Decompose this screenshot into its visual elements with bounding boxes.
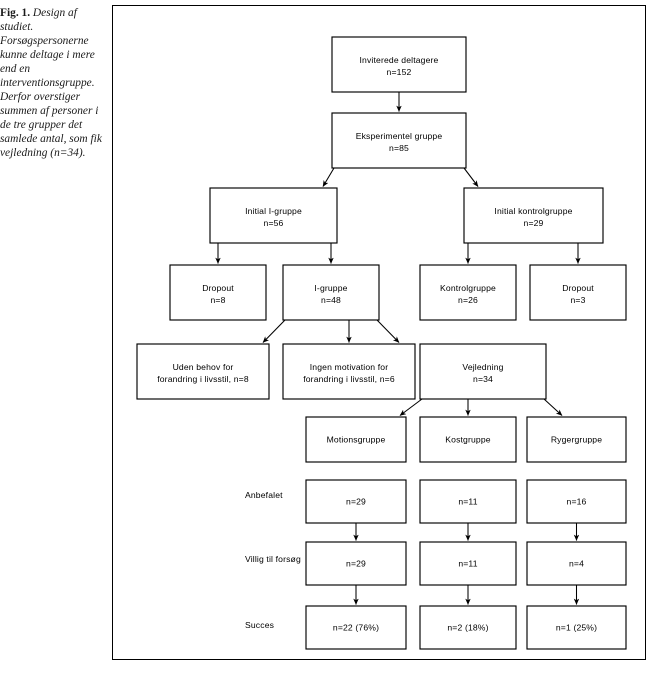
flow-node-experimental: Eksperimentel gruppe n=85 (331, 112, 467, 169)
flow-node-box-invited (331, 36, 467, 93)
row-label-succes: Succes (245, 620, 274, 630)
flow-node-line1-suc_motion: n=22 (76%) (333, 623, 379, 633)
flow-node-box-kost (419, 416, 517, 463)
flow-node-invited: Inviterede deltagere n=152 (331, 36, 467, 93)
figure-caption-body: Design af studiet. Forsøgspersonerne kun… (0, 7, 102, 160)
flow-node-dropout_ctrl: Dropout n=3 (529, 264, 627, 321)
flow-node-box-kontrolgruppe (419, 264, 517, 321)
flow-node-line1-suc_ryger: n=1 (25%) (556, 623, 597, 633)
flow-node-line2-invited: n=152 (387, 67, 412, 77)
flow-node-box-vejledning (419, 343, 547, 400)
flow-node-line2-vejledning: n=34 (473, 374, 493, 384)
flow-node-ryger: Rygergruppe (526, 416, 627, 463)
flow-node-line2-dropout_ctrl: n=3 (570, 295, 585, 305)
flow-node-line2-dropout_i: n=8 (210, 295, 225, 305)
flow-arrow-vejledning-to-motion (399, 398, 423, 416)
flow-node-anb_ryger: n=16 (526, 479, 627, 524)
flow-node-ingen_motiv: Ingen motivation for forandring i livssti… (282, 343, 416, 400)
flow-node-kost: Kostgruppe (419, 416, 517, 463)
flow-node-line1-vil_ryger: n=4 (569, 559, 584, 569)
flow-arrow-experimental-to-initial_i (322, 167, 335, 187)
flow-node-line1-dropout_ctrl: Dropout (562, 283, 594, 293)
flow-node-line2-kontrolgruppe: n=26 (458, 295, 478, 305)
flow-node-line1-anb_motion: n=29 (346, 497, 366, 507)
flow-node-box-initial_ctrl (463, 187, 604, 244)
flow-node-line1-vejledning: Vejledning (462, 362, 503, 372)
flow-node-box-suc_kost (419, 605, 517, 650)
flow-arrow-vejledning-to-ryger (543, 398, 563, 416)
flow-node-line1-vil_kost: n=11 (458, 559, 477, 569)
flow-node-line1-ingen_motiv: Ingen motivation for (310, 362, 388, 372)
flow-node-box-uden_behov (136, 343, 270, 400)
flow-node-line1-i_gruppe: I-gruppe (314, 283, 347, 293)
flow-node-line1-experimental: Eksperimentel gruppe (356, 131, 443, 141)
flow-node-vil_kost: n=11 (419, 541, 517, 586)
flow-node-box-anb_ryger (526, 479, 627, 524)
flow-node-line1-ryger: Rygergruppe (551, 435, 602, 445)
flow-node-anb_kost: n=11 (419, 479, 517, 524)
figure-caption-label: Fig. 1. (0, 7, 31, 19)
flow-node-box-vil_motion (305, 541, 407, 586)
flow-node-motion: Motionsgruppe (305, 416, 407, 463)
figure-caption: Fig. 1. Design af studiet. Forsøgsperson… (0, 6, 104, 161)
flowchart-edges (215, 92, 581, 605)
flow-arrow-i_gruppe-to-uden_behov (262, 319, 286, 343)
row-label-villig: Villig til forsøg (245, 554, 301, 564)
flow-node-box-anb_kost (419, 479, 517, 524)
flow-node-initial_ctrl: Initial kontrolgruppe n=29 (463, 187, 604, 244)
flow-node-line1-uden_behov: Uden behov for (173, 362, 234, 372)
flow-node-line1-vil_motion: n=29 (346, 559, 366, 569)
flow-node-uden_behov: Uden behov for forandring i livsstil, n=8 (136, 343, 270, 400)
flow-node-line2-i_gruppe: n=48 (321, 295, 341, 305)
flow-node-box-dropout_i (169, 264, 267, 321)
flow-node-box-suc_ryger (526, 605, 627, 650)
row-label-anbefalet: Anbefalet (245, 490, 283, 500)
flow-node-line1-anb_kost: n=11 (458, 497, 477, 507)
flow-node-box-anb_motion (305, 479, 407, 524)
flow-node-box-ryger (526, 416, 627, 463)
flow-node-initial_i: Initial I-gruppe n=56 (209, 187, 338, 244)
flow-node-line2-uden_behov: forandring i livsstil, n=8 (157, 374, 249, 384)
flow-node-suc_motion: n=22 (76%) (305, 605, 407, 650)
flow-node-suc_kost: n=2 (18%) (419, 605, 517, 650)
flow-node-line1-initial_i: Initial I-gruppe (245, 206, 302, 216)
flow-node-box-i_gruppe (282, 264, 380, 321)
flow-node-box-ingen_motiv (282, 343, 416, 400)
flow-node-line1-initial_ctrl: Initial kontrolgruppe (494, 206, 572, 216)
flow-node-box-initial_i (209, 187, 338, 244)
flow-node-box-dropout_ctrl (529, 264, 627, 321)
flow-node-box-vil_ryger (526, 541, 627, 586)
flow-arrow-i_gruppe-to-vejledning (376, 319, 400, 343)
flow-arrow-experimental-to-initial_ctrl (463, 167, 479, 187)
flow-node-line1-kost: Kostgruppe (445, 435, 491, 445)
flow-node-suc_ryger: n=1 (25%) (526, 605, 627, 650)
flow-node-dropout_i: Dropout n=8 (169, 264, 267, 321)
flow-node-vil_motion: n=29 (305, 541, 407, 586)
flow-node-line1-motion: Motionsgruppe (327, 435, 386, 445)
flow-node-line1-anb_ryger: n=16 (567, 497, 587, 507)
flow-node-vil_ryger: n=4 (526, 541, 627, 586)
flow-node-kontrolgruppe: Kontrolgruppe n=26 (419, 264, 517, 321)
flow-node-line2-experimental: n=85 (389, 143, 409, 153)
flow-node-box-suc_motion (305, 605, 407, 650)
flow-node-i_gruppe: I-gruppe n=48 (282, 264, 380, 321)
flow-node-box-vil_kost (419, 541, 517, 586)
flow-node-box-experimental (331, 112, 467, 169)
flow-node-line1-kontrolgruppe: Kontrolgruppe (440, 283, 496, 293)
flow-node-vejledning: Vejledning n=34 (419, 343, 547, 400)
flow-node-line2-initial_i: n=56 (264, 218, 284, 228)
flow-node-box-motion (305, 416, 407, 463)
flow-node-anb_motion: n=29 (305, 479, 407, 524)
flow-node-line1-suc_kost: n=2 (18%) (447, 623, 488, 633)
flow-node-line1-invited: Inviterede deltagere (360, 55, 439, 65)
flow-node-line1-dropout_i: Dropout (202, 283, 234, 293)
flow-node-line2-initial_ctrl: n=29 (524, 218, 544, 228)
flow-node-line2-ingen_motiv: forandring i livsstil, n=6 (303, 374, 395, 384)
